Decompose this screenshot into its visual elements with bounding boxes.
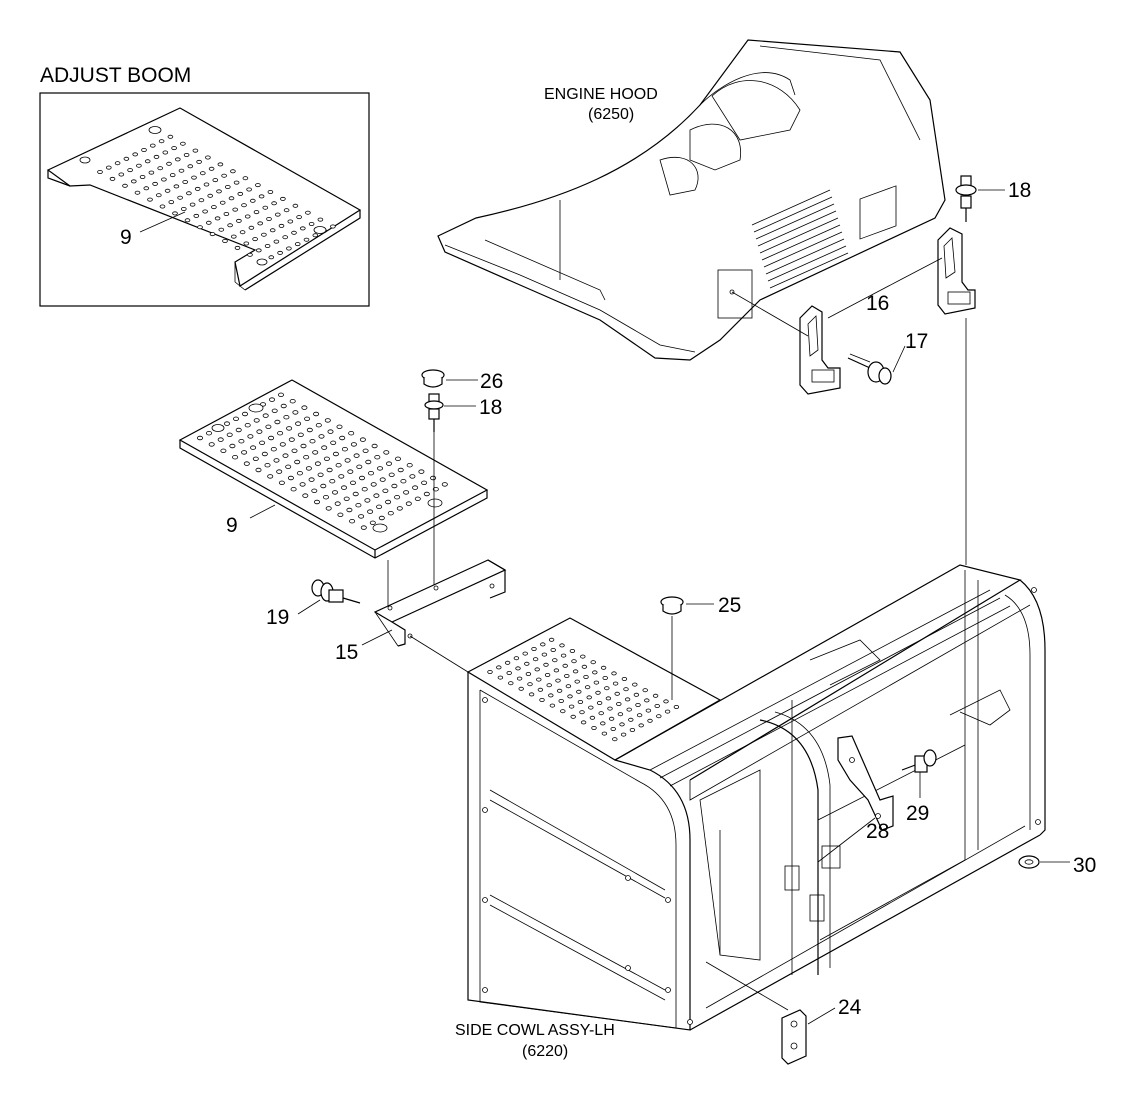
inset-plate-holes bbox=[97, 134, 336, 264]
grommet-25 bbox=[660, 596, 684, 615]
callout-15: 15 bbox=[335, 641, 358, 664]
step-plate-main bbox=[178, 379, 489, 559]
leader-28-to-cowl bbox=[817, 817, 876, 863]
inset-frame bbox=[39, 92, 370, 307]
main-plate-holes bbox=[196, 392, 448, 530]
bracket-15 bbox=[373, 559, 507, 647]
bolt-17 bbox=[847, 353, 892, 385]
callout-30: 30 bbox=[1073, 854, 1096, 877]
callout-17: 17 bbox=[905, 330, 928, 353]
bolt-19 bbox=[311, 579, 361, 604]
leader-24-to-cowl bbox=[705, 961, 789, 1011]
hood-latch-right bbox=[937, 227, 976, 315]
hood-louver-vents bbox=[751, 189, 849, 289]
cowl-plate-holes bbox=[487, 637, 680, 742]
inset-step-plate bbox=[46, 107, 362, 291]
engine-hood-caption-line1: ENGINE HOOD bbox=[544, 86, 658, 103]
callout-9-main: 9 bbox=[226, 514, 238, 537]
callout-18-top: 18 bbox=[1008, 179, 1031, 202]
side-cowl-caption-line2: (6220) bbox=[522, 1043, 568, 1060]
inset-title: ADJUST BOOM bbox=[40, 64, 191, 87]
leader-hood-to-latch bbox=[731, 291, 809, 337]
side-cowl-caption-line1: SIDE COWL ASSY-LH bbox=[455, 1022, 615, 1039]
bolt-18-mid bbox=[424, 393, 444, 432]
callout-25: 25 bbox=[718, 594, 741, 617]
callout-16: 16 bbox=[866, 292, 889, 315]
plate-24 bbox=[781, 1009, 807, 1065]
callout-9-inset: 9 bbox=[120, 226, 132, 249]
hood-latch-left bbox=[799, 305, 841, 395]
callout-29: 29 bbox=[906, 802, 929, 825]
inset-adjust-boom: ADJUST BOOM 9 bbox=[39, 64, 370, 307]
callout-28: 28 bbox=[866, 820, 889, 843]
leader-15 bbox=[361, 629, 393, 646]
callout-19: 19 bbox=[266, 606, 289, 629]
leader-17 bbox=[892, 345, 906, 373]
leader-9-main bbox=[249, 504, 276, 519]
bracket-28 bbox=[837, 735, 894, 831]
engine-hood-caption-line2: (6250) bbox=[588, 106, 634, 123]
callout-26: 26 bbox=[480, 370, 503, 393]
leader-16-b bbox=[861, 279, 901, 301]
leader-16-c bbox=[899, 257, 943, 281]
leader-24 bbox=[807, 1007, 836, 1025]
washer-30 bbox=[1018, 855, 1040, 869]
leader-15-to-cowl bbox=[409, 635, 469, 673]
bolt-29 bbox=[901, 749, 937, 773]
callout-24: 24 bbox=[838, 996, 862, 1019]
leader-9-inset bbox=[139, 211, 186, 233]
leader-16-a bbox=[827, 299, 863, 319]
side-cowl-assy bbox=[466, 564, 1046, 1031]
leader-19 bbox=[297, 599, 321, 615]
bolt-18-top bbox=[955, 175, 977, 222]
engine-hood: ENGINE HOOD (6250) bbox=[437, 39, 946, 361]
callout-18-mid: 18 bbox=[479, 396, 502, 419]
grommet-26 bbox=[421, 369, 445, 388]
